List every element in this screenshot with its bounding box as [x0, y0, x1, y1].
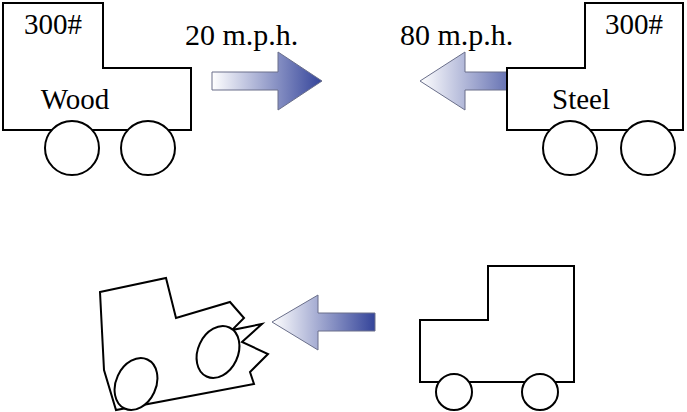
broken-cart	[100, 278, 268, 412]
speed-label: 20 m.p.h.	[185, 18, 298, 51]
cart: 300# Wood	[2, 2, 192, 178]
weight-label: 300#	[24, 9, 82, 41]
material-label: Steel	[552, 84, 610, 116]
steel-cart-after	[420, 266, 574, 410]
weight-label: 300#	[605, 9, 663, 41]
motion-arrow	[272, 295, 375, 350]
material-label: Wood	[41, 84, 110, 116]
speed-label: 80 m.p.h.	[400, 18, 513, 51]
cart: 300# Steel	[506, 2, 684, 178]
motion-arrow	[212, 52, 322, 110]
